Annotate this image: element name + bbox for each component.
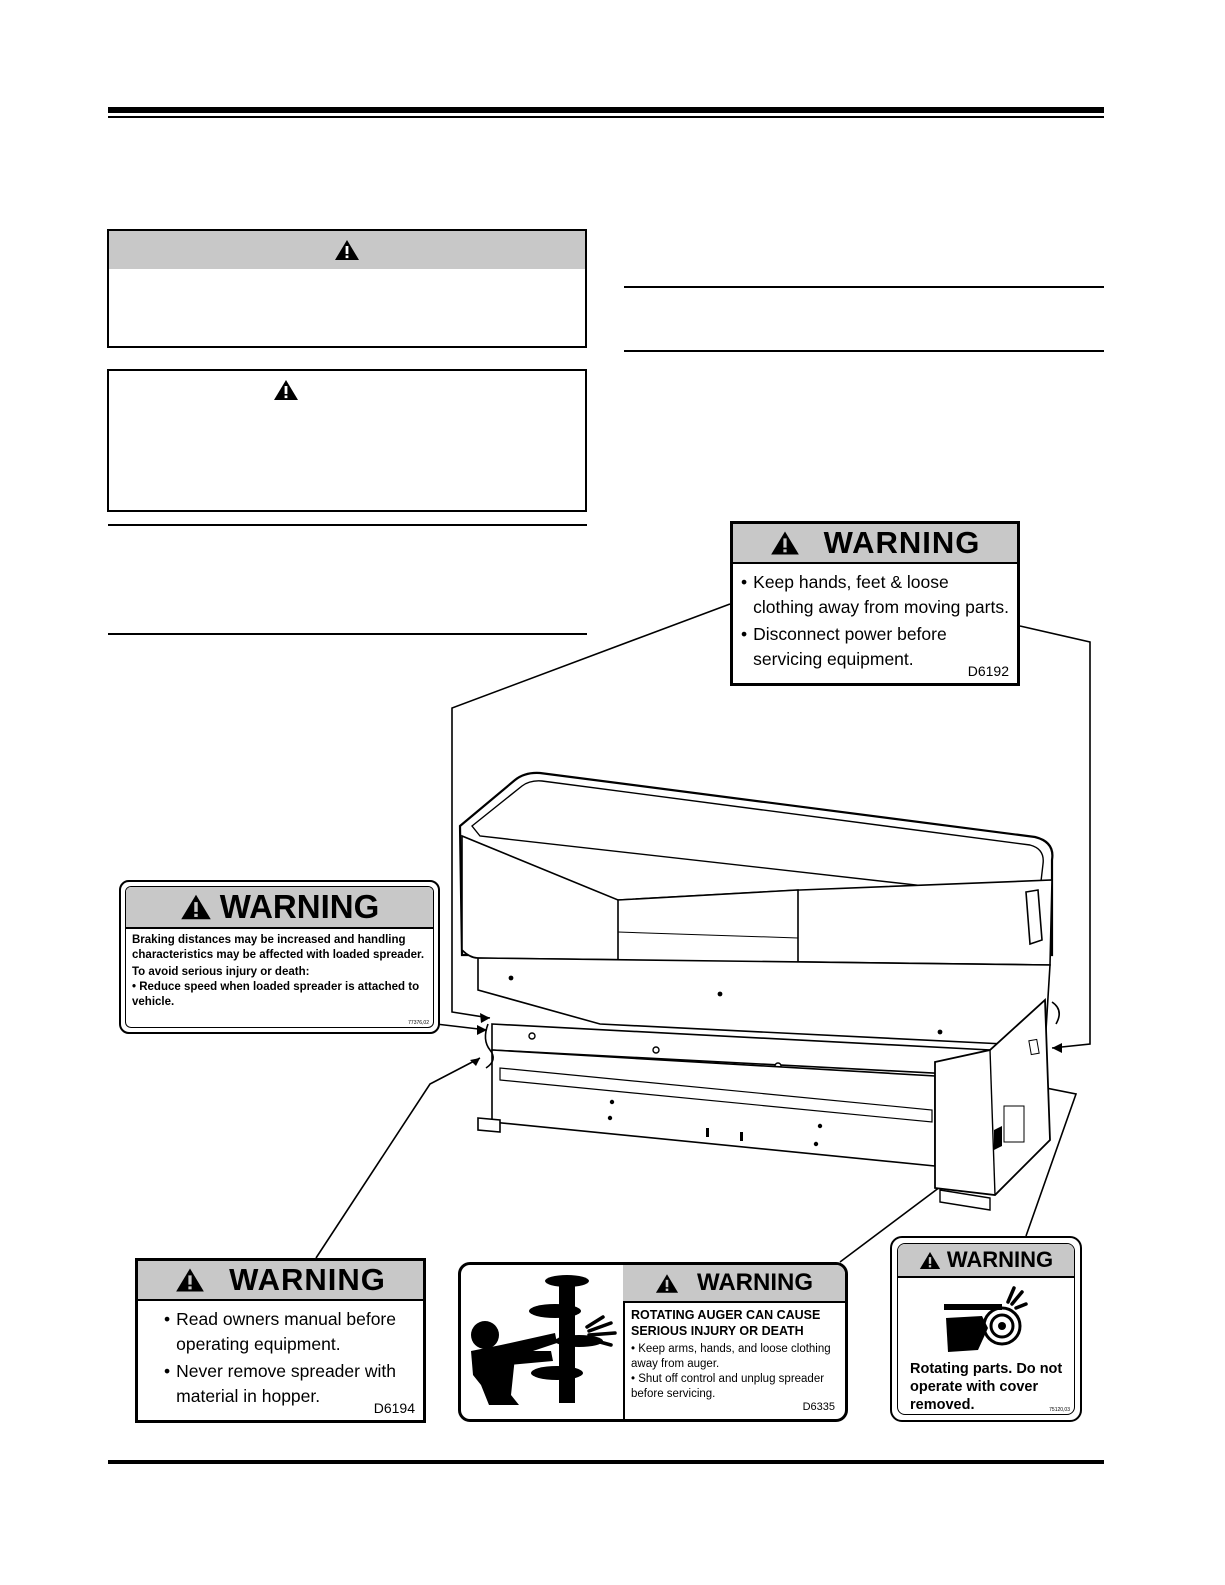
label-d6192-code: D6192 (967, 663, 1009, 679)
label-rotating-header: WARNING (898, 1244, 1074, 1278)
footer-rule (108, 1460, 1104, 1464)
warning-triangle-icon (655, 1273, 679, 1293)
label-d6194-title: WARNING (229, 1262, 386, 1297)
label-rotating-inner: WARNING Rotating parts. Do not operate w… (897, 1243, 1075, 1415)
note-rule-bottom-right (624, 350, 1104, 352)
label-d6335-code: D6335 (802, 1401, 835, 1413)
label-braking-inner: WARNING Braking distances may be increas… (125, 886, 434, 1028)
header-rule-thin (108, 116, 1104, 118)
label-rotating-code: 75120,03 (1049, 1407, 1070, 1413)
label-rotating-title: WARNING (946, 1247, 1054, 1272)
label-d6192: WARNING •Keep hands, feet & loose clothi… (730, 521, 1020, 686)
label-braking-body: Braking distances may be increased and h… (126, 929, 433, 1010)
label-rotating: WARNING Rotating parts. Do not operate w… (890, 1236, 1082, 1422)
warning-triangle-icon (919, 1251, 940, 1269)
leader-line-d6194 (315, 1057, 481, 1259)
caution-box (107, 369, 587, 512)
label-d6335-body: ROTATING AUGER CAN CAUSE SERIOUS INJURY … (631, 1307, 843, 1402)
label-d6335-headline: ROTATING AUGER CAN CAUSE SERIOUS INJURY … (631, 1308, 821, 1338)
warning-triangle-icon (176, 1268, 204, 1292)
auger-hazard-figure-icon (471, 1275, 617, 1405)
label-d6192-bullet-2: Disconnect power before servicing equipm… (753, 624, 947, 669)
leader-line-d6192-right (1019, 625, 1091, 1049)
label-d6194-bullet-2: Never remove spreader with material in h… (176, 1361, 396, 1406)
label-d6192-bullet-1: Keep hands, feet & loose clothing away f… (753, 572, 1009, 617)
warning-box-top (107, 229, 587, 348)
label-d6194-bullet-1: Read owners manual before operating equi… (176, 1309, 396, 1354)
note-rule-top-left (108, 524, 587, 526)
warning-box-top-header (109, 231, 585, 269)
label-d6192-title: WARNING (823, 525, 981, 560)
label-d6335-bullet-1: • Keep arms, hands, and loose clothing a… (631, 1343, 831, 1370)
label-d6194-bullets: •Read owners manual before operating equ… (164, 1307, 404, 1409)
label-d6194: WARNING •Read owners manual before opera… (135, 1258, 426, 1423)
label-rotating-text: Rotating parts. Do not operate with cove… (910, 1361, 1063, 1413)
label-d6192-header: WARNING (733, 524, 1017, 564)
label-braking: WARNING Braking distances may be increas… (119, 880, 440, 1034)
warning-triangle-icon (180, 894, 211, 920)
label-braking-title: WARNING (219, 888, 380, 925)
label-d6335-bullet-2: • Shut off control and unplug spreader b… (631, 1373, 825, 1400)
caution-box-header (273, 379, 299, 406)
label-d6335-pictogram (461, 1265, 625, 1419)
label-d6194-header: WARNING (138, 1261, 423, 1301)
warning-triangle-icon (770, 531, 799, 555)
label-d6335-header: WARNING (623, 1265, 845, 1303)
note-rule-bottom-left (108, 633, 587, 635)
label-braking-code: 77376,02 (408, 1020, 429, 1026)
warning-triangle-icon (335, 240, 359, 260)
label-braking-line-1: Braking distances may be increased and h… (132, 934, 425, 961)
label-braking-bullet: • Reduce speed when loaded spreader is a… (132, 981, 420, 1008)
header-rule-thick (108, 107, 1104, 113)
note-rule-top-right (624, 286, 1104, 288)
label-d6194-code: D6194 (373, 1400, 415, 1416)
label-braking-line-2: To avoid serious injury or death: (132, 966, 310, 978)
label-d6335-title: WARNING (697, 1269, 813, 1296)
warning-triangle-icon (274, 380, 298, 400)
label-d6335: WARNING ROTATING AUGER CAN CAUSE SERIOUS… (458, 1262, 848, 1422)
leader-line-d6192-left (451, 603, 731, 1019)
label-d6192-bullets: •Keep hands, feet & loose clothing away … (741, 570, 1011, 672)
label-braking-header: WARNING (126, 887, 433, 929)
entanglement-hazard-icon (944, 1286, 1028, 1352)
